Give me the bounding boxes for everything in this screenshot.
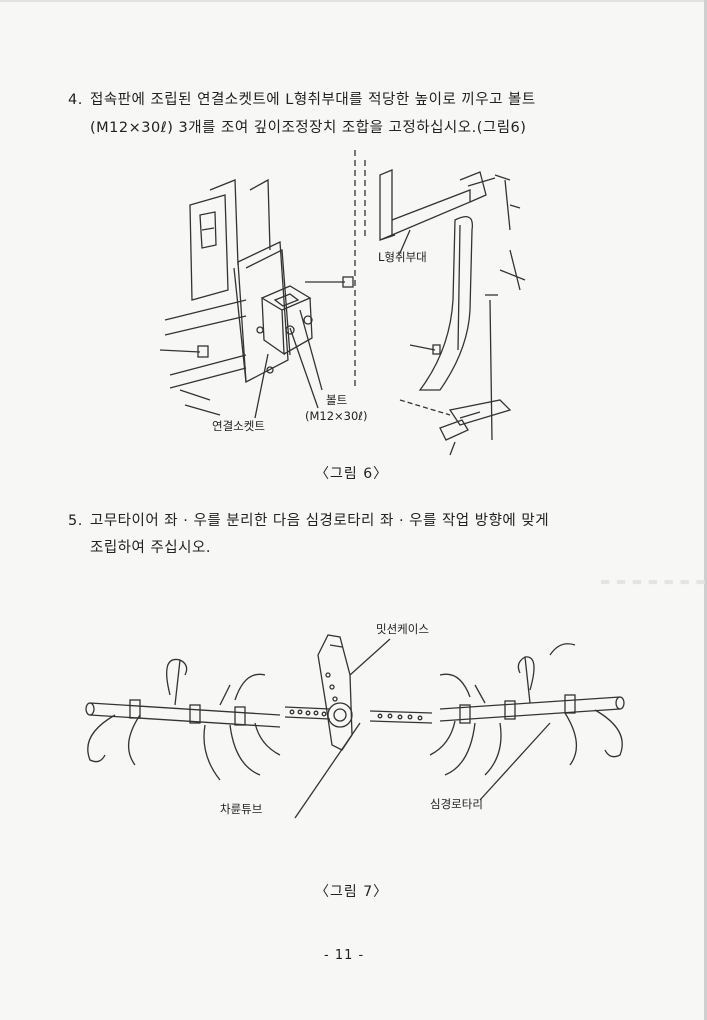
label-mission-case: 밋션케이스 [376, 622, 429, 636]
label-connection-socket: 연결소켓트 [212, 419, 265, 433]
label-bolt-spec: (M12×30ℓ) [305, 409, 368, 423]
figure-6-drawing: L형취부대 볼트 (M12×30ℓ) 연결소켓트 [159, 150, 526, 456]
step-number: 4. [68, 92, 83, 108]
step-text: 접속판에 조립된 연결소켓트에 L형취부대를 적당한 높이로 끼우고 볼트 [90, 92, 536, 108]
label-axle-tube: 차륜튜브 [220, 802, 262, 816]
step-5-line-1: 5. 고무타이어 좌 · 우를 분리한 다음 심경로타리 좌 · 우를 작업 방향… [68, 509, 549, 533]
figure-7-drawing: 밋션케이스 차륜튜브 심경로타리 [85, 622, 625, 819]
bleed-through-decoration: ▬ ▬ ▬ ▬ ▬ ▬ ▬ ▬ [600, 575, 707, 588]
step-text: 고무타이어 좌 · 우를 분리한 다음 심경로타리 좌 · 우를 작업 방향에 … [90, 513, 550, 529]
step-4-line-2: (M12×30ℓ) 3개를 조여 깊이조정장치 조합을 고정하십시오.(그림6) [90, 120, 527, 136]
page-number: - 11 - [324, 948, 365, 963]
scan-top-edge [0, 0, 707, 2]
figure-7-caption: 〈그림 7〉 [315, 884, 389, 900]
label-bolt: 볼트 [326, 393, 347, 407]
figure-6-caption: 〈그림 6〉 [315, 466, 389, 482]
step-number: 5. [68, 513, 83, 529]
step-5-line-2: 조립하여 주십시오. [90, 540, 211, 556]
step-4-line-1: 4. 접속판에 조립된 연결소켓트에 L형취부대를 적당한 높이로 끼우고 볼트 [68, 88, 536, 112]
label-l-bracket: L형취부대 [378, 250, 427, 264]
scan-right-edge [704, 0, 707, 1020]
label-deep-rotary: 심경로타리 [430, 797, 483, 811]
